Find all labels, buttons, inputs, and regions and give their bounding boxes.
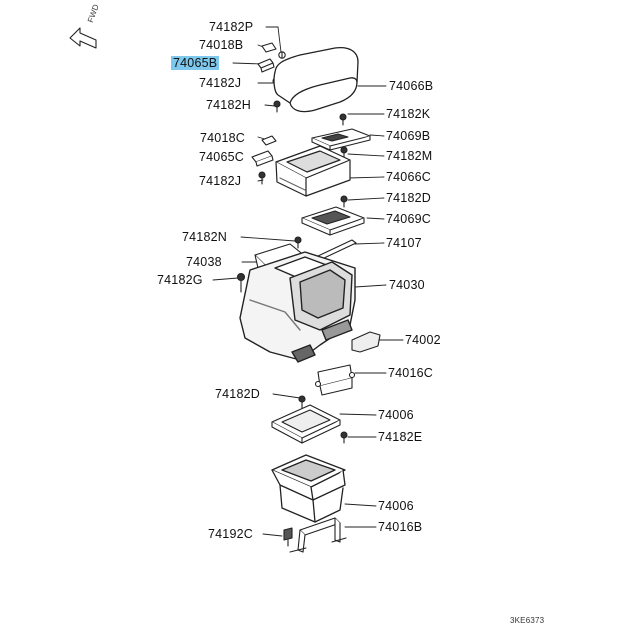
screw-74182e (340, 431, 348, 444)
callout-74016c[interactable]: 74016C (388, 366, 433, 380)
screw-74182d-upper (340, 195, 348, 208)
callout-74069b[interactable]: 74069B (386, 129, 431, 143)
callout-74182p[interactable]: 74182P (209, 20, 254, 34)
callout-74038[interactable]: 74038 (186, 255, 222, 269)
callout-74182k[interactable]: 74182K (386, 107, 431, 121)
callout-74182h[interactable]: 74182H (206, 98, 251, 112)
callout-74107[interactable]: 74107 (386, 236, 422, 250)
callout-74182e[interactable]: 74182E (378, 430, 423, 444)
strip-74107 (317, 239, 357, 260)
screw-74182h (273, 100, 281, 113)
screw-74182d-lower (298, 395, 306, 409)
callout-74066b[interactable]: 74066B (389, 79, 434, 93)
drawing-code: 3KE6373 (510, 616, 545, 625)
clip-74192c (283, 527, 293, 547)
callout-74182n[interactable]: 74182N (182, 230, 227, 244)
pad-74018c (261, 135, 277, 146)
console-body-74030 (239, 251, 356, 363)
tray-74066c (275, 145, 351, 197)
bracket-74016c (314, 364, 356, 396)
callout-74066c[interactable]: 74066C (386, 170, 431, 184)
bracket-74016b (289, 517, 347, 553)
box-74006 (271, 454, 346, 523)
hinge-bracket-74069c (301, 206, 365, 236)
pad-74018b (261, 42, 277, 53)
screw-74182m (340, 146, 348, 159)
lid-74066b (273, 46, 359, 113)
callout-74006-box[interactable]: 74006 (378, 499, 414, 513)
callout-74069c[interactable]: 74069C (386, 212, 431, 226)
cover-74002 (351, 331, 381, 353)
callout-74006-mat[interactable]: 74006 (378, 408, 414, 422)
callout-74182j-lower[interactable]: 74182J (199, 174, 242, 188)
bolt-74182g (236, 272, 246, 293)
leader-lines (212, 26, 404, 537)
pad-74065c (251, 150, 274, 167)
callout-74182d-upper[interactable]: 74182D (386, 191, 431, 205)
screw-74182k (339, 113, 347, 126)
callout-74065b-highlighted[interactable]: 74065B (171, 56, 220, 70)
callout-74002[interactable]: 74002 (405, 333, 441, 347)
callout-74192c[interactable]: 74192C (208, 527, 253, 541)
callout-74065c[interactable]: 74065C (199, 150, 244, 164)
callout-74182m[interactable]: 74182M (386, 149, 433, 163)
hinge-plate-74069b (311, 128, 371, 151)
fwd-arrow-icon (69, 27, 97, 49)
callout-74018c[interactable]: 74018C (200, 131, 245, 145)
screw-74182j-lower (258, 171, 266, 185)
callout-74182d-lower[interactable]: 74182D (215, 387, 260, 401)
callout-74018b[interactable]: 74018B (199, 38, 244, 52)
callout-74030[interactable]: 74030 (389, 278, 425, 292)
screw-74182p (278, 51, 286, 59)
callout-74182j-upper[interactable]: 74182J (199, 76, 242, 90)
mat-74006 (271, 404, 341, 444)
callout-74016b[interactable]: 74016B (378, 520, 423, 534)
callout-74182g[interactable]: 74182G (157, 273, 203, 287)
pad-74065b (257, 58, 275, 73)
screw-74182n (294, 236, 302, 249)
